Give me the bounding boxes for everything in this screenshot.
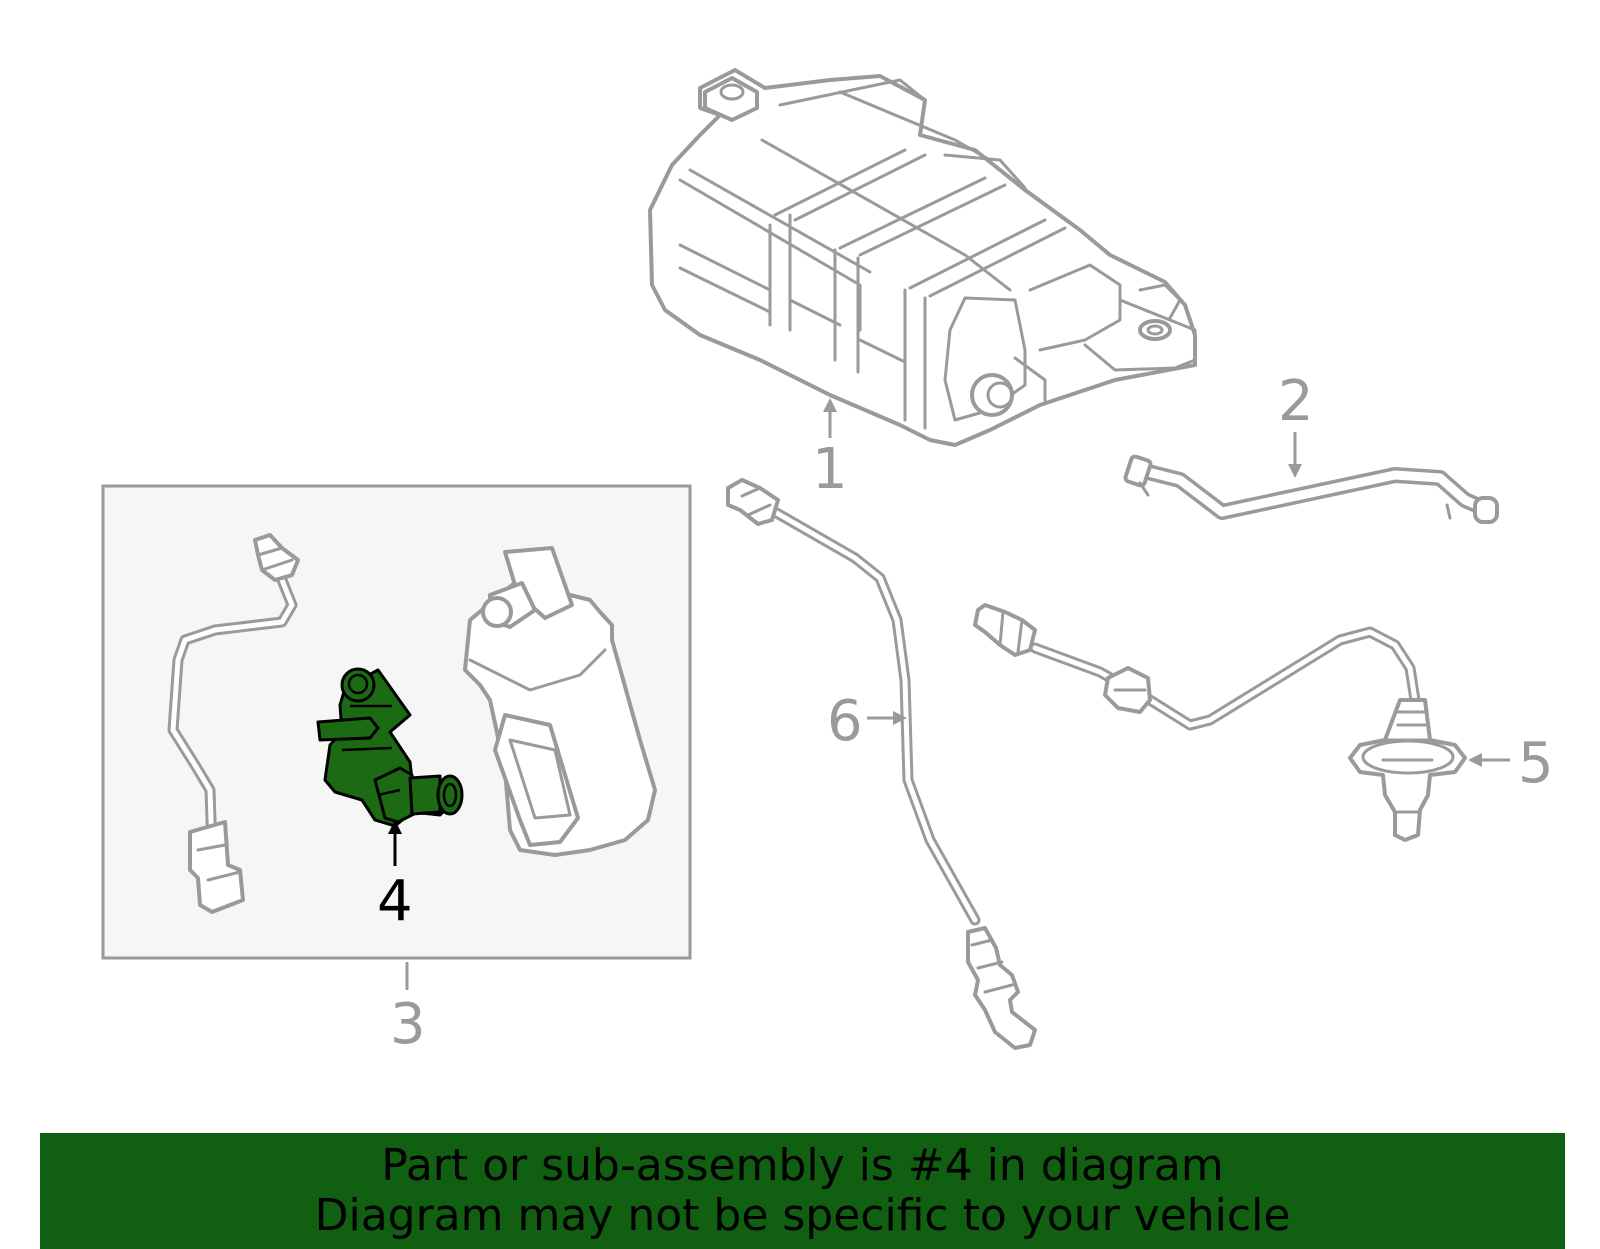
- callout-2: 2: [1278, 369, 1314, 434]
- part-5-oxygen-sensor[interactable]: [973, 603, 1467, 842]
- part-3-subassembly-box[interactable]: [101, 484, 692, 960]
- callout-4: 4: [377, 869, 413, 934]
- part-2-hose[interactable]: [1123, 454, 1499, 524]
- callout-3: 3: [390, 992, 426, 1057]
- purge-solenoid-body: [463, 546, 657, 857]
- part-6-oxygen-sensor[interactable]: [726, 478, 1037, 1050]
- callout-5: 5: [1518, 731, 1554, 796]
- part-4-highlighted[interactable]: [316, 667, 464, 828]
- harness-connector-top: [253, 533, 300, 582]
- callout-1: 1: [812, 437, 848, 502]
- callout-6: 6: [827, 689, 863, 754]
- banner-line-1: Part or sub-assembly is #4 in diagram: [381, 1140, 1224, 1191]
- part-1-canister[interactable]: [648, 68, 1197, 447]
- info-banner: Part or sub-assembly is #4 in diagram Di…: [40, 1133, 1565, 1249]
- harness-connector-bottom: [188, 820, 245, 914]
- banner-line-2: Diagram may not be specific to your vehi…: [314, 1190, 1291, 1241]
